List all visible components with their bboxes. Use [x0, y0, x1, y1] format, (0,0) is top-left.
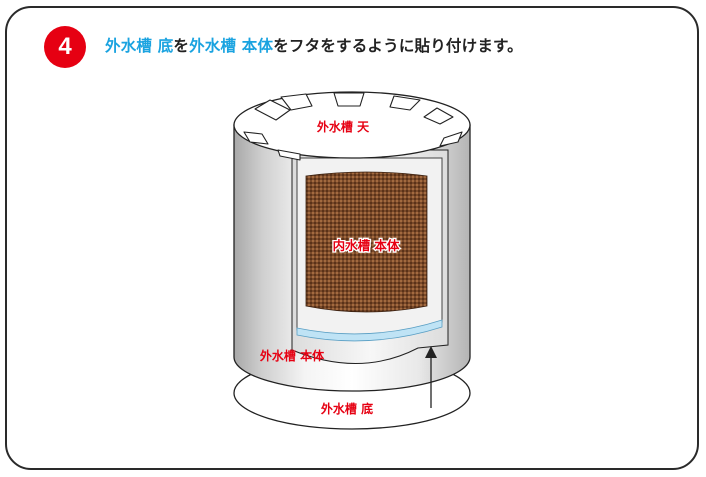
- inner-body-mesh: [305, 171, 428, 313]
- upward-arrow: [425, 346, 437, 408]
- instruction-part-rest: をフタをするように貼り付けます。: [273, 37, 523, 55]
- label-outer-body: 外水槽 本体: [260, 348, 325, 363]
- instruction-part-outer-bottom: 外水槽 底: [105, 37, 174, 55]
- lid-notch-tabs: [243, 92, 463, 161]
- step-instruction: 外水槽 底を外水槽 本体をフタをするように貼り付けます。: [105, 34, 523, 56]
- step-number-badge: 4: [44, 26, 86, 68]
- label-bottom: 外水槽 底: [321, 401, 373, 416]
- instruction-part-outer-body: 外水槽 本体: [189, 37, 274, 55]
- instruction-part-particle-1: を: [173, 37, 190, 55]
- label-inner-body: 内水槽 本体: [333, 238, 400, 253]
- label-top-lid: 外水槽 天: [317, 119, 370, 134]
- water-line-band: [296, 319, 443, 342]
